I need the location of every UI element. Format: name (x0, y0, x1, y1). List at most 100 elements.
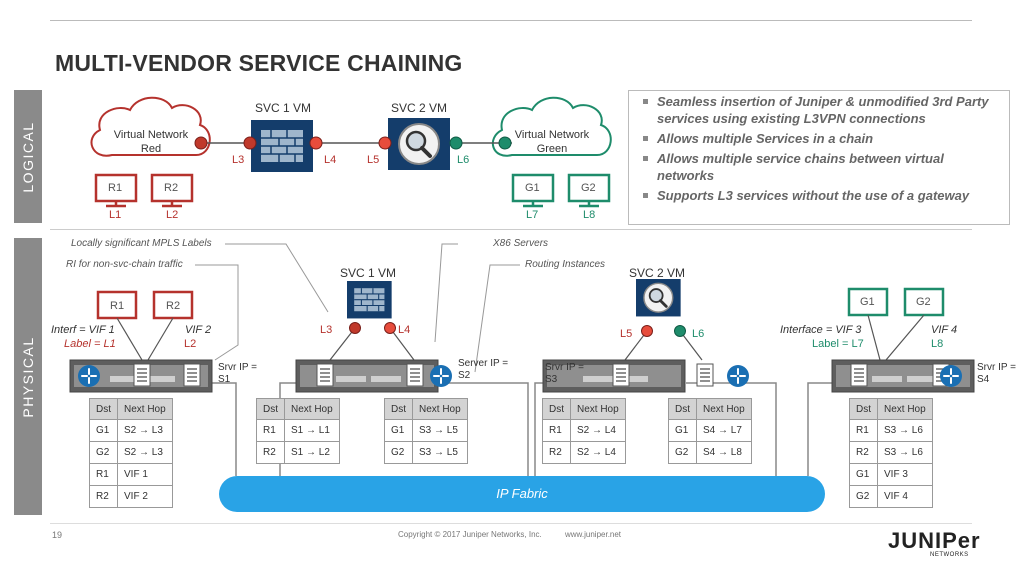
host-g2: G2 (581, 182, 596, 194)
table-cell: R2 (89, 485, 118, 508)
svc1-label: SVC 1 VM (255, 101, 312, 115)
port-l5: L5 (367, 154, 380, 166)
firewall-icon (250, 119, 314, 173)
magnifier-icon (634, 277, 683, 318)
table-cell: S1 → L2 (284, 441, 340, 464)
column-header: Next Hop (877, 398, 933, 420)
table-cell: R1 (542, 419, 571, 442)
s1-vif1: Interf = VIF 1 (51, 324, 115, 336)
copyright: Copyright © 2017 Juniper Networks, Inc. (398, 530, 542, 539)
table-cell: R2 (256, 441, 285, 464)
svc2-label: SVC 2 VM (391, 101, 448, 115)
magnifier-icon (386, 116, 452, 172)
host-r1: R1 (108, 182, 123, 194)
phys-host-g1: G1 (860, 296, 875, 308)
juniper-logo: JUNIPer (888, 528, 981, 553)
column-header: Dst (256, 398, 285, 420)
column-header: Dst (849, 398, 878, 420)
annot-routing: Routing Instances (525, 259, 606, 270)
column-header: Next Hop (117, 398, 173, 420)
top-rule (50, 20, 972, 21)
table-cell: R1 (849, 419, 878, 442)
column-header: Dst (542, 398, 571, 420)
table-cell: S3 → L5 (412, 441, 468, 464)
column-header: Dst (668, 398, 697, 420)
table-cell: G2 (89, 441, 118, 464)
server-icon (295, 359, 453, 393)
phys-host-r1: R1 (110, 300, 125, 312)
column-header: Dst (89, 398, 118, 420)
table-cell: G1 (849, 463, 878, 486)
footer-rule (50, 523, 972, 524)
ip-fabric: IP Fabric (219, 476, 825, 512)
green-cloud-icon (491, 96, 612, 157)
table-cell: G2 (849, 485, 878, 508)
table-cell: R1 (256, 419, 285, 442)
table-cell: S2 → L3 (117, 419, 173, 442)
column-header: Next Hop (412, 398, 468, 420)
bullet-2: Allows multiple Services in a chain (643, 130, 1003, 147)
table-cell: VIF 2 (117, 485, 173, 508)
s2-l4: L4 (398, 324, 411, 336)
table-cell: S3 → L5 (412, 419, 468, 442)
server-icon (69, 359, 213, 393)
table-cell: S4 → L8 (696, 441, 752, 464)
table-cell: G1 (89, 419, 118, 442)
red-cloud-icon (90, 96, 211, 157)
juniper-logo-sub: NETWORKS (930, 552, 969, 558)
s3-l5: L5 (620, 328, 633, 340)
page-title: MULTI-VENDOR SERVICE CHAINING (55, 50, 463, 76)
table-cell: G2 (384, 441, 413, 464)
logical-sidebar: LOGICAL (14, 90, 42, 223)
bullet-1: Seamless insertion of Juniper & unmodifi… (643, 93, 1003, 127)
s4-ip: Srvr IP = S4 (977, 362, 1016, 385)
table-cell: G2 (668, 441, 697, 464)
s3-ip: Srvr IP = S3 (545, 362, 584, 385)
table-cell: R2 (542, 441, 571, 464)
annot-mpls: Locally significant MPLS Labels (71, 238, 212, 249)
host-r2-label: L2 (166, 209, 179, 221)
table-cell: S2 → L4 (570, 441, 626, 464)
physical-sidebar: PHYSICAL (14, 238, 42, 515)
s2-l3: L3 (320, 324, 333, 336)
s2-ip: Server IP = S2 (458, 358, 509, 381)
column-header: Dst (384, 398, 413, 420)
table-cell: S3 → L6 (877, 441, 933, 464)
server-icon (831, 359, 975, 393)
annot-ri: RI for non-svc-chain traffic (66, 259, 183, 270)
s1-label2: L2 (184, 338, 197, 350)
firewall-icon (346, 280, 393, 319)
bullet-4: Supports L3 services without the use of … (643, 187, 1003, 204)
host-g1-label: L7 (526, 209, 539, 221)
phys-svc2-label: SVC 2 VM (629, 266, 686, 280)
vn-green-label: Virtual Network Green (514, 129, 590, 155)
table-cell: VIF 4 (877, 485, 933, 508)
table-cell: S3 → L6 (877, 419, 933, 442)
s1-label1: Label = L1 (64, 338, 116, 350)
phys-host-g2: G2 (916, 296, 931, 308)
table-cell: S2 → L4 (570, 419, 626, 442)
column-header: Next Hop (570, 398, 626, 420)
